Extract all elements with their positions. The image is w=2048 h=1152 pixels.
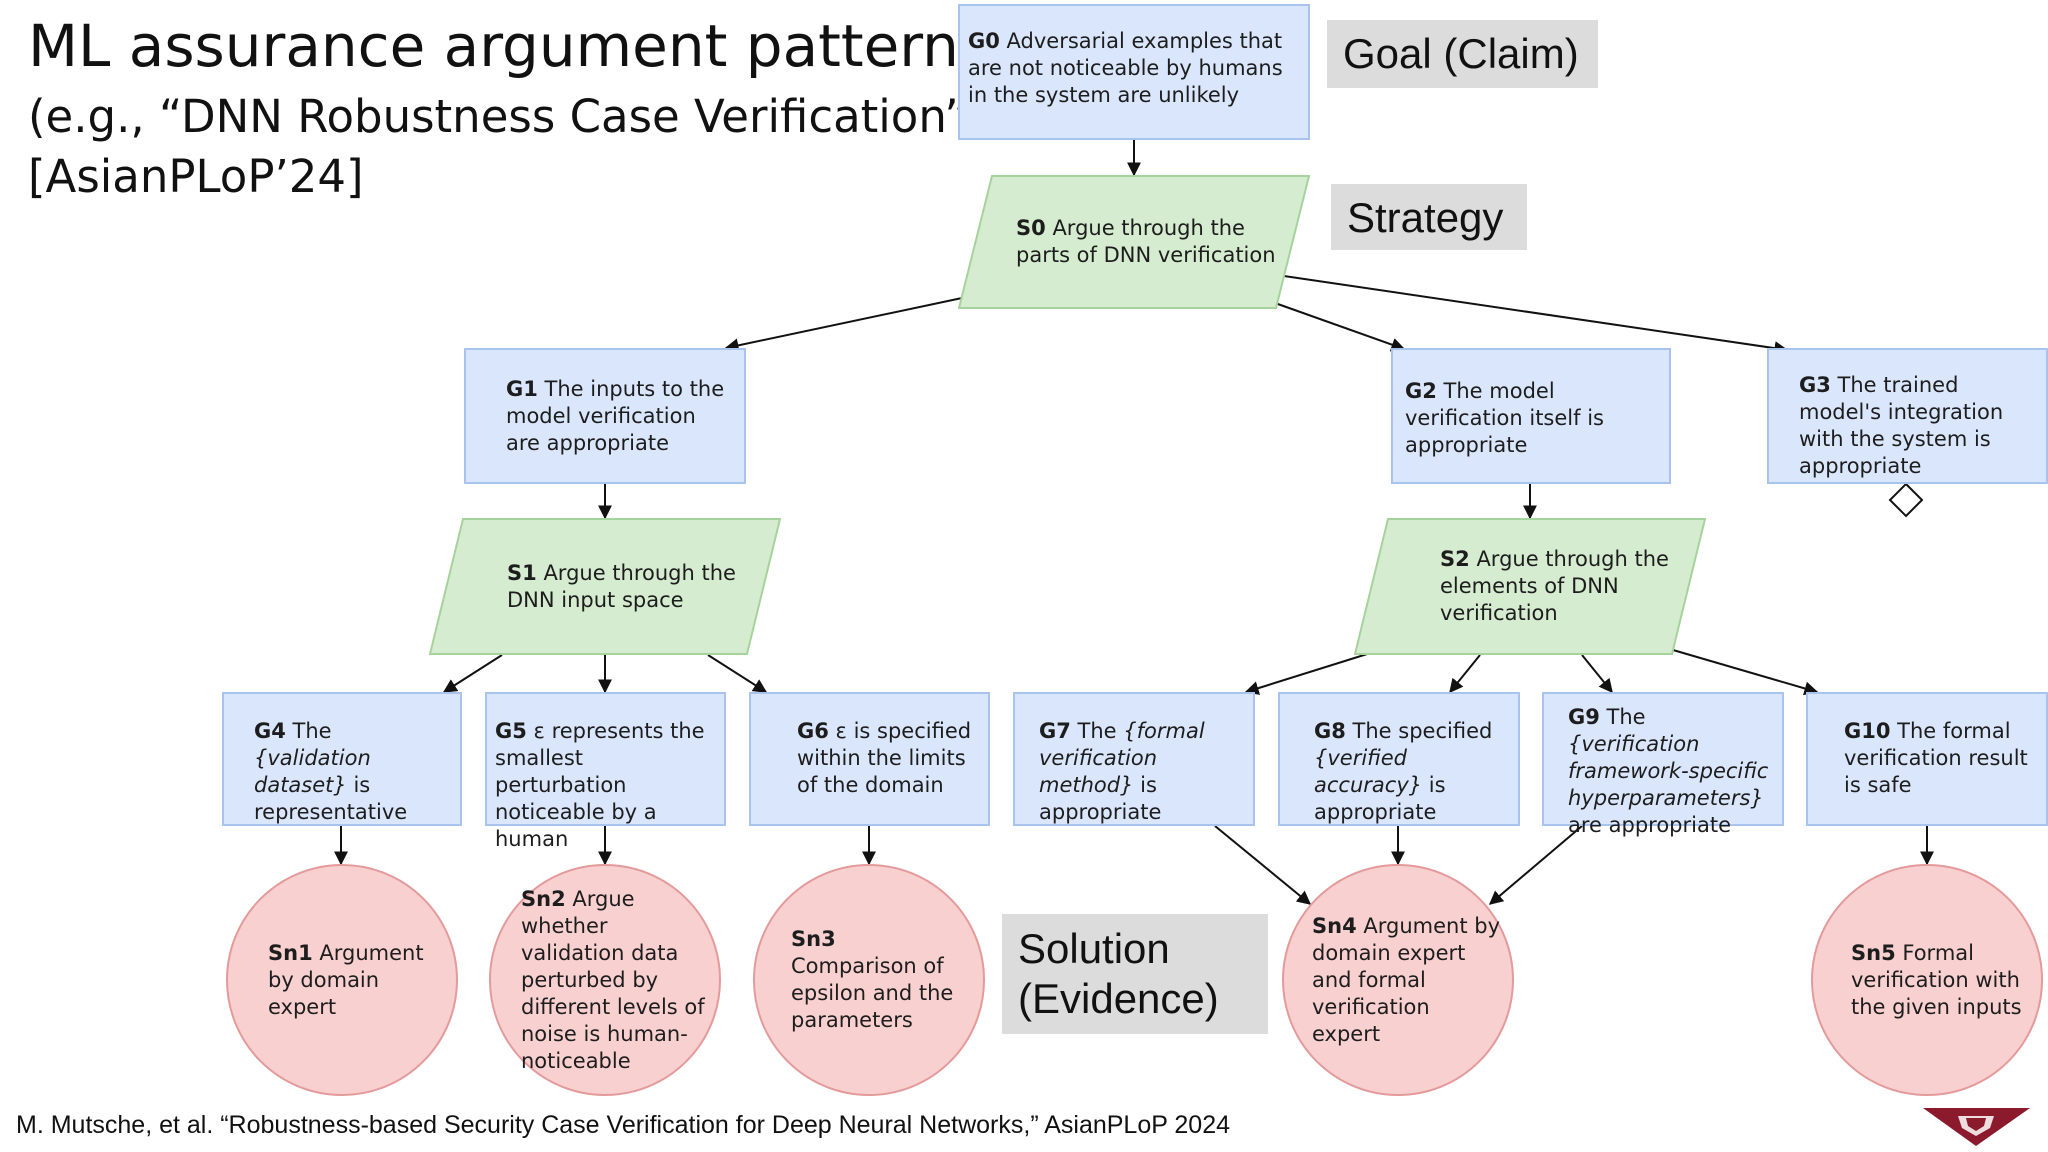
goal-G3: G3 The trained model's integration with … bbox=[1767, 348, 2048, 484]
goal-id: G3 bbox=[1799, 373, 1831, 397]
edge-S0-G2 bbox=[1274, 302, 1406, 352]
solution-id: Sn1 bbox=[268, 940, 313, 965]
citation-footer: M. Mutsche, et al. “Robustness-based Sec… bbox=[16, 1111, 1231, 1139]
solution-Sn4: Sn4 Argument by domain expert and formal… bbox=[1282, 864, 1514, 1096]
goal-text-post: is appropriate bbox=[1314, 773, 1446, 824]
solution-Sn5: Sn5 Formal verification with the given i… bbox=[1811, 864, 2043, 1096]
goal-id: G0 bbox=[968, 29, 1000, 53]
goal-G1: G1 The inputs to the model verification … bbox=[464, 348, 746, 484]
edge-G7-Sn4 bbox=[1214, 825, 1312, 905]
university-logo bbox=[1923, 1108, 2030, 1146]
slide-title: ML assurance argument patterns bbox=[28, 12, 990, 80]
goal-text: ε is specified within the limits of the … bbox=[797, 719, 972, 797]
goal-id: G4 bbox=[254, 719, 286, 743]
solution-Sn2: Sn2 Argue whether validation data pertur… bbox=[489, 864, 721, 1096]
goal-text-pre: The bbox=[1077, 719, 1124, 743]
edge-S2-G10 bbox=[1672, 649, 1819, 696]
goal-id: G8 bbox=[1314, 719, 1346, 743]
goal-G10: G10 The formal verification result is sa… bbox=[1806, 692, 2048, 826]
goal-id: G10 bbox=[1844, 719, 1891, 743]
goal-G2: G2 The model verification itself is appr… bbox=[1391, 348, 1671, 484]
strategy-id: S0 bbox=[1016, 216, 1046, 240]
legend-goal-label: Goal (Claim) bbox=[1327, 20, 1598, 88]
goal-text-pre: The bbox=[292, 719, 332, 743]
goal-text-pre: The bbox=[1606, 705, 1646, 729]
goal-text: The formal verification result is safe bbox=[1844, 719, 2028, 797]
strategy-id: S2 bbox=[1440, 547, 1470, 571]
goal-G4: G4 The {validation dataset} is represent… bbox=[222, 692, 462, 826]
edge-S1-G6 bbox=[707, 654, 768, 693]
goal-G9: G9 The {verification framework-specific … bbox=[1542, 692, 1784, 837]
strategy-S1: S1 Argue through the DNN input space bbox=[429, 518, 781, 655]
edge-S2-G8 bbox=[1449, 654, 1481, 694]
goal-text-variable: {formal verification method} bbox=[1039, 719, 1205, 797]
edge-S1-G4 bbox=[442, 654, 503, 693]
solution-id: Sn4 bbox=[1312, 913, 1357, 938]
strategy-text: Argue through the parts of DNN verificat… bbox=[1016, 216, 1276, 267]
goal-text: Adversarial examples that are not notice… bbox=[968, 29, 1283, 107]
goal-text: The model verification itself is appropr… bbox=[1405, 379, 1604, 457]
edge-S2-G9 bbox=[1581, 654, 1613, 694]
strategy-S2: S2 Argue through the elements of DNN ver… bbox=[1354, 518, 1706, 655]
goal-id: G6 bbox=[797, 719, 829, 743]
edge-S2-G7 bbox=[1244, 649, 1381, 695]
solution-Sn3: Sn3 Comparison of epsilon and the parame… bbox=[753, 864, 985, 1096]
strategy-id: S1 bbox=[507, 560, 537, 585]
solution-text: Argument by domain expert and formal ver… bbox=[1312, 913, 1500, 1046]
solution-id: Sn3 bbox=[791, 927, 836, 951]
goal-text: ε represents the smallest perturbation n… bbox=[495, 719, 705, 851]
goal-id: G2 bbox=[1405, 379, 1437, 403]
goal-G5: G5 ε represents the smallest perturbatio… bbox=[485, 692, 726, 851]
strategy-text: Argue through the elements of DNN verifi… bbox=[1440, 547, 1669, 625]
goal-id: G5 bbox=[495, 719, 527, 743]
legend-solution-label: Solution (Evidence) bbox=[1002, 914, 1268, 1034]
goal-text-post: is appropriate bbox=[1039, 773, 1162, 824]
goal-text-variable: {validation dataset} bbox=[254, 746, 371, 797]
goal-text-variable: {verified accuracy} bbox=[1314, 746, 1423, 797]
solution-text: Formal verification with the given input… bbox=[1851, 940, 2022, 1019]
goal-id: G9 bbox=[1568, 705, 1600, 729]
goal-text-pre: The specified bbox=[1352, 719, 1493, 743]
goal-text-post: is representative bbox=[254, 773, 408, 824]
goal-id: G1 bbox=[506, 377, 538, 401]
solution-id: Sn2 bbox=[521, 886, 566, 911]
goal-text: The trained model's integration with the… bbox=[1799, 373, 2004, 478]
undeveloped-diamond bbox=[1888, 482, 1924, 518]
solution-text: Comparison of epsilon and the parameters bbox=[791, 954, 954, 1032]
legend-solution-line2: (Evidence) bbox=[1018, 975, 1219, 1022]
solution-id: Sn5 bbox=[1851, 940, 1896, 965]
solution-Sn1: Sn1 Argument by domain expert bbox=[226, 864, 458, 1096]
solution-text: Argue whether validation data perturbed … bbox=[521, 886, 705, 1073]
goal-G0: G0 Adversarial examples that are not not… bbox=[958, 4, 1310, 140]
goal-text-variable: {verification framework-specific hyperpa… bbox=[1568, 732, 1769, 810]
strategy-S0: S0 Argue through the parts of DNN verifi… bbox=[958, 175, 1310, 309]
edge-S0-G1 bbox=[724, 297, 963, 353]
goal-G8: G8 The specified {verified accuracy} is … bbox=[1278, 692, 1520, 826]
legend-solution-line1: Solution bbox=[1018, 925, 1170, 972]
legend-strategy-label: Strategy bbox=[1331, 184, 1527, 250]
goal-text-post: are appropriate bbox=[1568, 813, 1732, 837]
goal-id: G7 bbox=[1039, 719, 1071, 743]
goal-G7: G7 The {formal verification method} is a… bbox=[1013, 692, 1255, 826]
slide-subtitle: (e.g., “DNN Robustness Case Verification… bbox=[28, 90, 986, 143]
strategy-text: Argue through the DNN input space bbox=[507, 560, 736, 612]
edge-S0-G3 bbox=[1283, 275, 1789, 356]
goal-G6: G6 ε is specified within the limits of t… bbox=[749, 692, 990, 826]
slide-reference: [AsianPLoP’24] bbox=[28, 150, 364, 203]
edge-G9-Sn4 bbox=[1488, 825, 1583, 905]
goal-text: The inputs to the model verification are… bbox=[506, 377, 725, 455]
solution-text: Argument by domain expert bbox=[268, 940, 424, 1019]
